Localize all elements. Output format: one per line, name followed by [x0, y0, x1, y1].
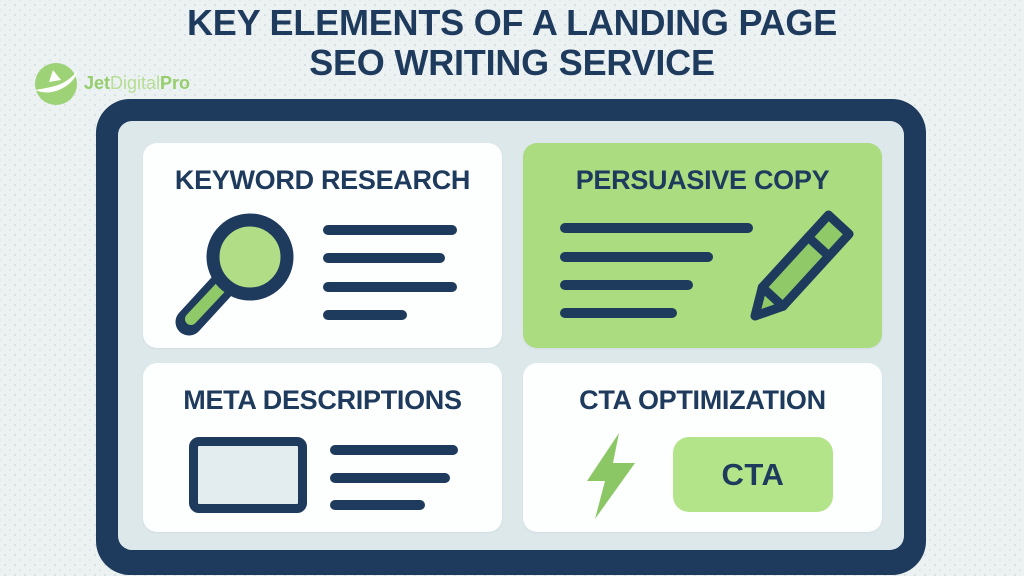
lightning-bolt-icon — [585, 433, 637, 524]
device-frame-inner: KEYWORD RESEARCH PERSUASIVE COPY — [118, 121, 904, 550]
brand-logo-text: JetDigitalPro — [84, 73, 190, 94]
jet-globe-icon — [32, 59, 80, 107]
text-line — [560, 223, 753, 233]
logo-part-digital: Digital — [110, 72, 161, 93]
cta-button-label: CTA — [721, 456, 785, 492]
text-line — [330, 445, 458, 455]
logo-part-jet: Jet — [84, 72, 111, 93]
card-cta-optimization: CTA OPTIMIZATION CTA — [523, 363, 882, 532]
card-persuasive-copy-title: PERSUASIVE COPY — [575, 165, 830, 195]
text-line — [323, 282, 457, 292]
card-persuasive-copy: PERSUASIVE COPY — [523, 143, 882, 348]
text-line — [323, 310, 407, 320]
snippet-frame-icon — [189, 437, 307, 513]
text-line — [323, 253, 445, 263]
text-line — [330, 473, 450, 483]
text-line — [330, 500, 425, 510]
pencil-icon — [735, 198, 865, 338]
cta-button-graphic: CTA — [673, 437, 833, 512]
page-title-line1: KEY ELEMENTS OF A LANDING PAGE — [186, 2, 838, 43]
magnifier-icon — [165, 200, 315, 345]
card-keyword-research-title: KEYWORD RESEARCH — [174, 165, 471, 195]
text-line — [560, 280, 693, 290]
page-title-line2: SEO WRITING SERVICE — [309, 42, 715, 83]
card-meta-descriptions: META DESCRIPTIONS — [143, 363, 502, 532]
logo-part-pro: Pro — [160, 72, 191, 93]
text-line — [323, 225, 457, 235]
card-cta-optimization-title: CTA OPTIMIZATION — [579, 385, 826, 415]
device-frame: KEYWORD RESEARCH PERSUASIVE COPY — [96, 99, 926, 575]
text-line — [560, 308, 677, 318]
text-line — [560, 252, 713, 262]
page-title: KEY ELEMENTS OF A LANDING PAGE SEO WRITI… — [0, 3, 1024, 83]
card-keyword-research: KEYWORD RESEARCH — [143, 143, 502, 348]
brand-logo: JetDigitalPro — [32, 59, 190, 107]
card-meta-descriptions-title: META DESCRIPTIONS — [183, 385, 462, 415]
